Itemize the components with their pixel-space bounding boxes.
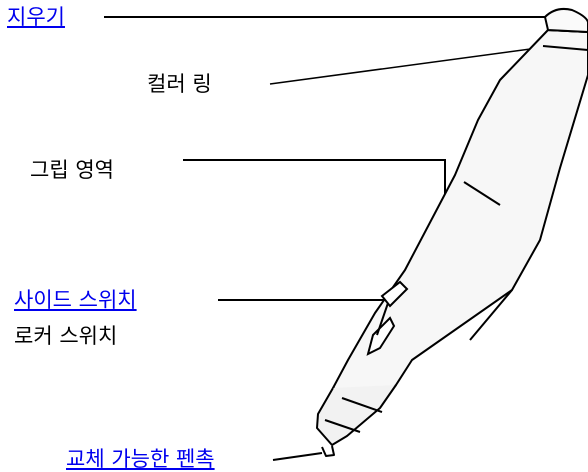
side-switch-label[interactable]: 사이드 스위치	[14, 288, 137, 312]
collar-ring-label: 컬러 링	[147, 72, 212, 96]
pen-body	[316, 29, 588, 457]
replaceable-nib-label[interactable]: 교체 가능한 펜촉	[66, 447, 215, 471]
eraser-label[interactable]: 지우기	[7, 5, 65, 29]
side-switch-shape	[366, 280, 409, 356]
rocker-switch-label: 로커 스위치	[14, 324, 118, 348]
nib-leader-line	[272, 452, 323, 461]
collar-ring-leader-line	[269, 44, 561, 85]
eraser-cap	[543, 7, 588, 34]
grip-area-leader-line	[183, 159, 446, 250]
grip-area-label: 그립 영역	[30, 158, 114, 182]
